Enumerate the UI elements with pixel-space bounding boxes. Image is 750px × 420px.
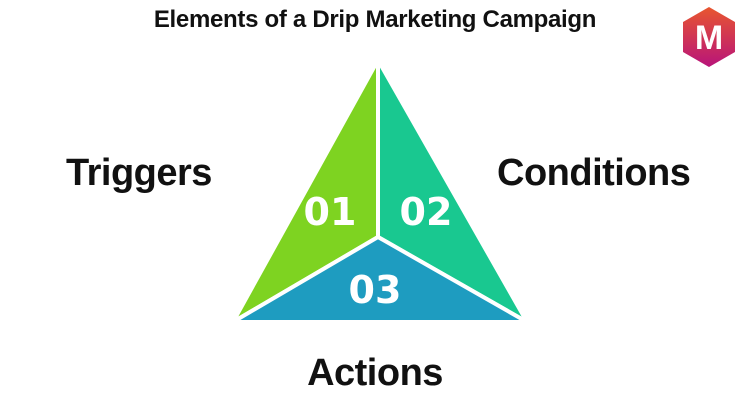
logo-hexagon (683, 7, 735, 67)
segment-actions (231, 235, 529, 324)
diagram-title: Elements of a Drip Marketing Campaign (153, 6, 597, 33)
label-conditions: Conditions (497, 152, 691, 194)
label-actions: Actions (307, 352, 443, 394)
segment-number-02: 02 (400, 190, 453, 234)
brand-logo-icon: M (683, 7, 735, 67)
logo-letter: M (695, 19, 723, 57)
label-triggers: Triggers (66, 152, 212, 194)
segment-number-03: 03 (349, 268, 402, 312)
segment-number-01: 01 (304, 190, 357, 234)
